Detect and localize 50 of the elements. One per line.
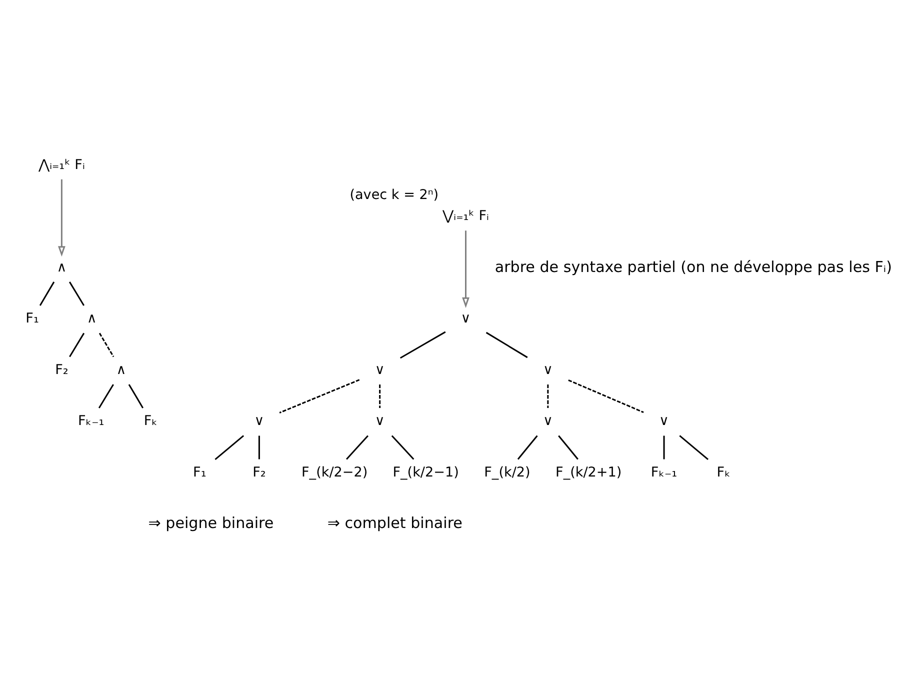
- connector: [558, 435, 578, 460]
- node-text: Fₖ₋₁: [650, 464, 678, 480]
- node-text: F₁: [193, 464, 206, 480]
- node-text: ∨: [659, 413, 669, 430]
- node-text: ∨: [254, 413, 264, 430]
- connector: [346, 435, 368, 460]
- arrow: [58, 179, 66, 257]
- node-text: F₁: [26, 310, 39, 327]
- label: arbre de syntaxe partiel (on ne développe pas les Fᵢ): [494, 258, 892, 276]
- node-text: ∨: [374, 362, 385, 378]
- connector: [279, 379, 360, 414]
- node-text: F_(k/2): [484, 464, 530, 480]
- node-text: ∨: [460, 310, 471, 327]
- connector: [98, 332, 114, 358]
- connector: [679, 435, 709, 460]
- connector: [128, 384, 144, 408]
- connector: [568, 379, 644, 414]
- node-text: F₂: [252, 464, 266, 480]
- connector: [486, 332, 528, 358]
- connector: [379, 384, 381, 408]
- node-text: ∨: [542, 413, 553, 430]
- connector: [663, 436, 665, 460]
- connector: [68, 282, 85, 306]
- label: ⇒ complet binaire: [327, 514, 462, 532]
- node-text: Fₖ: [144, 413, 158, 430]
- connector: [69, 332, 85, 358]
- node-text: ∧: [116, 362, 126, 378]
- node-text: ∨: [542, 362, 553, 378]
- label: ⇒ peigne binaire: [148, 514, 274, 532]
- node-text: Fₖ₋₁: [78, 413, 104, 430]
- connector: [400, 331, 446, 359]
- connector: [39, 282, 55, 306]
- node-text: F_(k/2−1): [392, 464, 459, 480]
- connector: [214, 435, 244, 460]
- node-label: (avec k = 2ⁿ): [350, 187, 439, 204]
- connector: [98, 384, 114, 408]
- connector: [517, 435, 538, 460]
- node-text: ∧: [86, 310, 97, 327]
- connector: [391, 435, 414, 460]
- arrow: [462, 230, 470, 308]
- node-text: ⋁ᵢ₌₁ᵏ Fᵢ: [442, 208, 489, 224]
- node-text: F_(k/2+1): [556, 464, 622, 480]
- node-text: ⋀ᵢ₌₁ᵏ Fᵢ: [38, 156, 85, 173]
- node-text: ∨: [374, 413, 385, 430]
- node-text: F_(k/2−2): [302, 464, 368, 480]
- node-text: ∧: [56, 259, 67, 276]
- connector: [258, 436, 260, 460]
- connector: [547, 384, 549, 408]
- node-text: Fₖ: [716, 464, 730, 480]
- node-text: F₂: [55, 362, 68, 378]
